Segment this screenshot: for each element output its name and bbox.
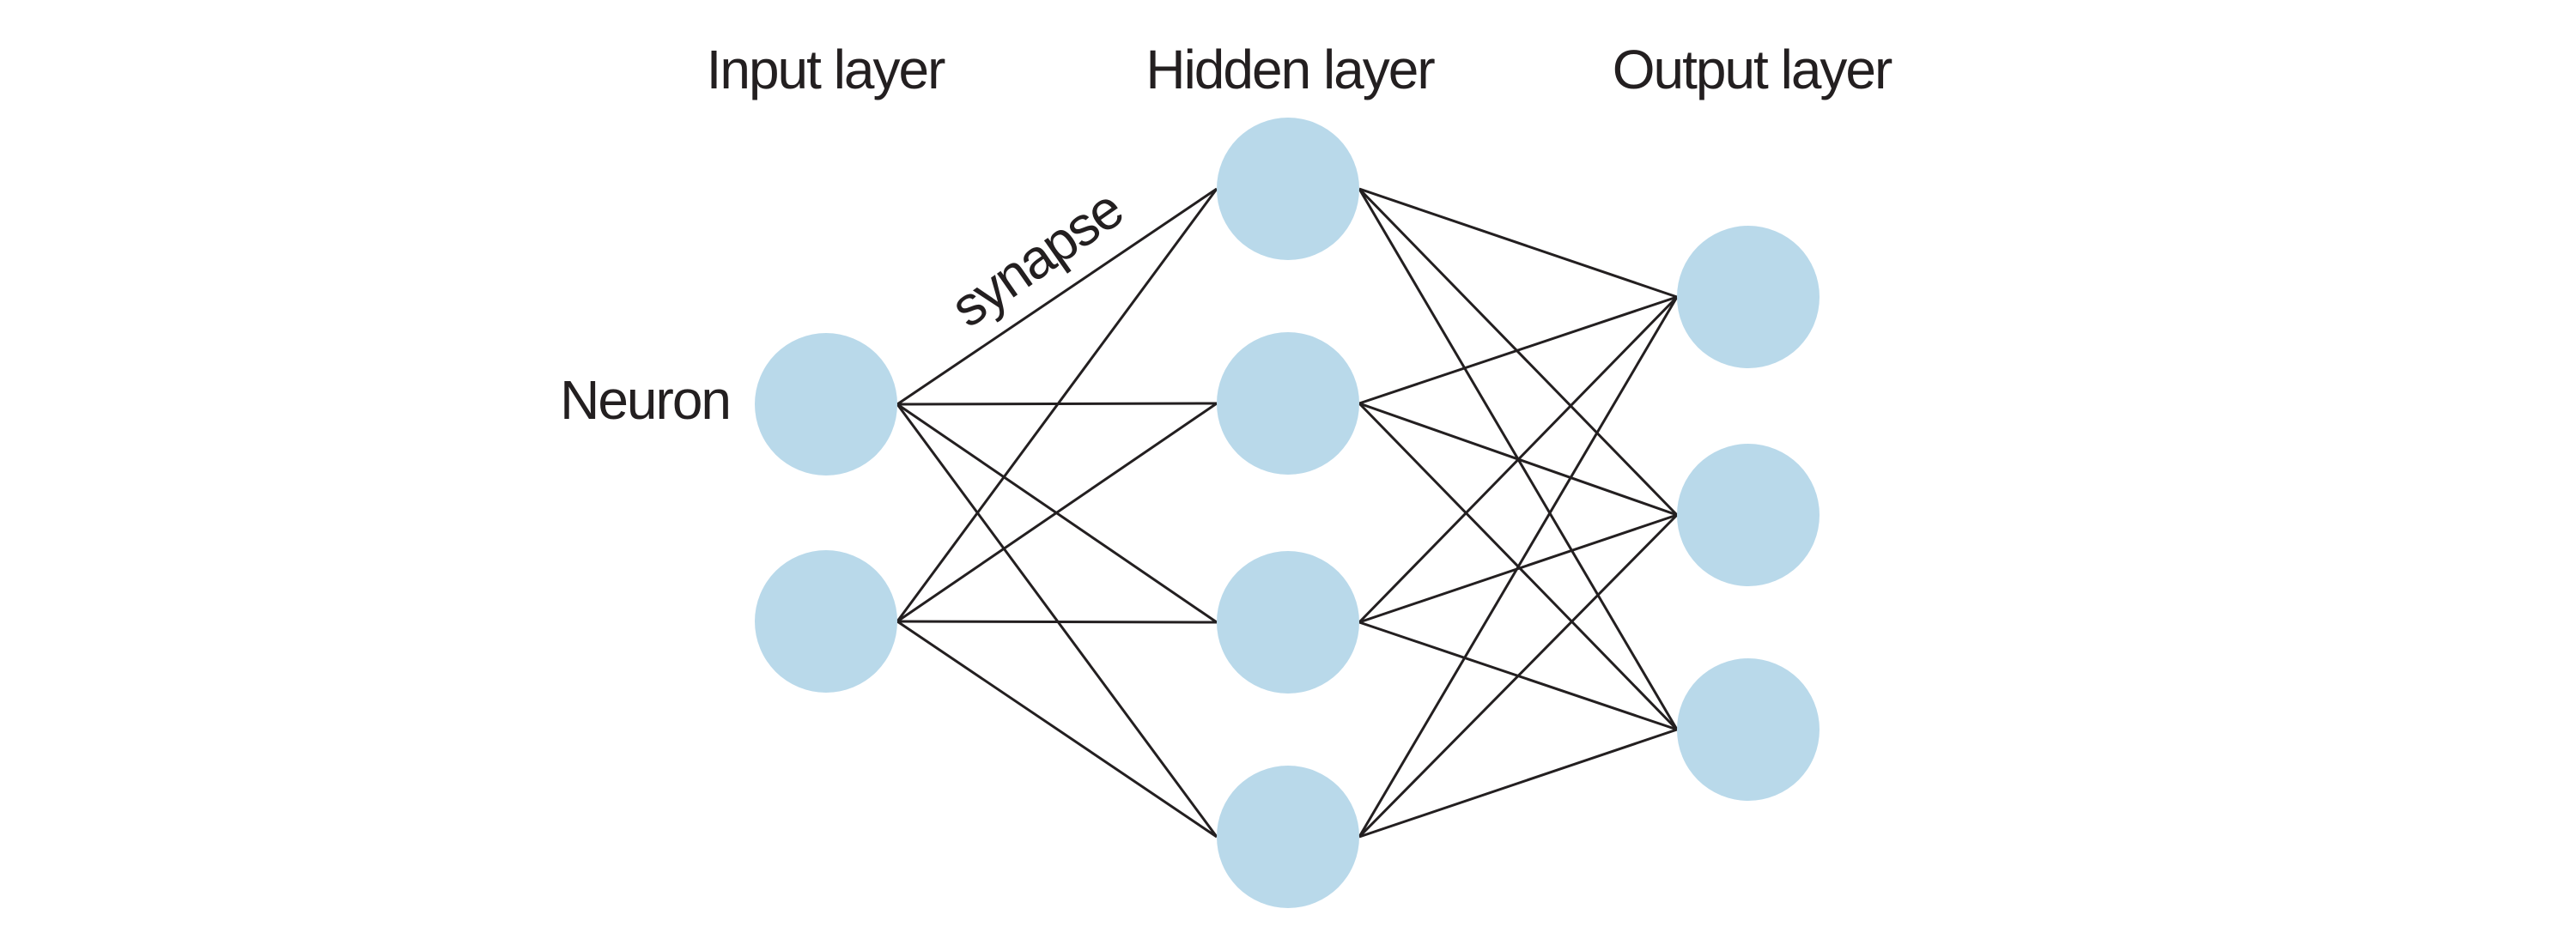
hidden-neuron-node xyxy=(1217,766,1359,908)
hidden-layer-title: Hidden layer xyxy=(1145,39,1435,100)
input-neuron-node xyxy=(755,333,897,476)
neuron-label: Neuron xyxy=(560,369,730,431)
edges-layer xyxy=(896,187,1679,839)
nodes-layer xyxy=(755,118,1820,908)
synapse-connection-line xyxy=(896,188,1218,622)
synapse-connection-line xyxy=(1358,295,1679,624)
hidden-neuron-node xyxy=(1217,118,1359,260)
synapse-label: synapse xyxy=(939,178,1133,339)
synapse-connection-line xyxy=(1358,728,1678,839)
synapse-connection-line xyxy=(1358,187,1679,517)
output-neuron-node xyxy=(1677,226,1820,368)
synapse-connection-line xyxy=(1358,296,1679,838)
input-neuron-node xyxy=(755,550,897,693)
output-layer-title: Output layer xyxy=(1613,39,1893,100)
synapse-connection-line xyxy=(1358,513,1679,839)
hidden-neuron-node xyxy=(1217,332,1359,475)
synapse-connection-line xyxy=(896,402,1218,623)
synapse-connection-line xyxy=(896,187,1218,406)
output-neuron-node xyxy=(1677,658,1820,801)
synapse-connection-line xyxy=(896,620,1218,624)
output-neuron-node xyxy=(1677,444,1820,586)
synapse-connection-line xyxy=(1358,187,1678,299)
input-layer-title: Input layer xyxy=(707,39,946,100)
hidden-neuron-node xyxy=(1217,551,1359,694)
synapse-connection-line xyxy=(1358,295,1678,405)
synapse-connection-line xyxy=(896,620,1218,839)
